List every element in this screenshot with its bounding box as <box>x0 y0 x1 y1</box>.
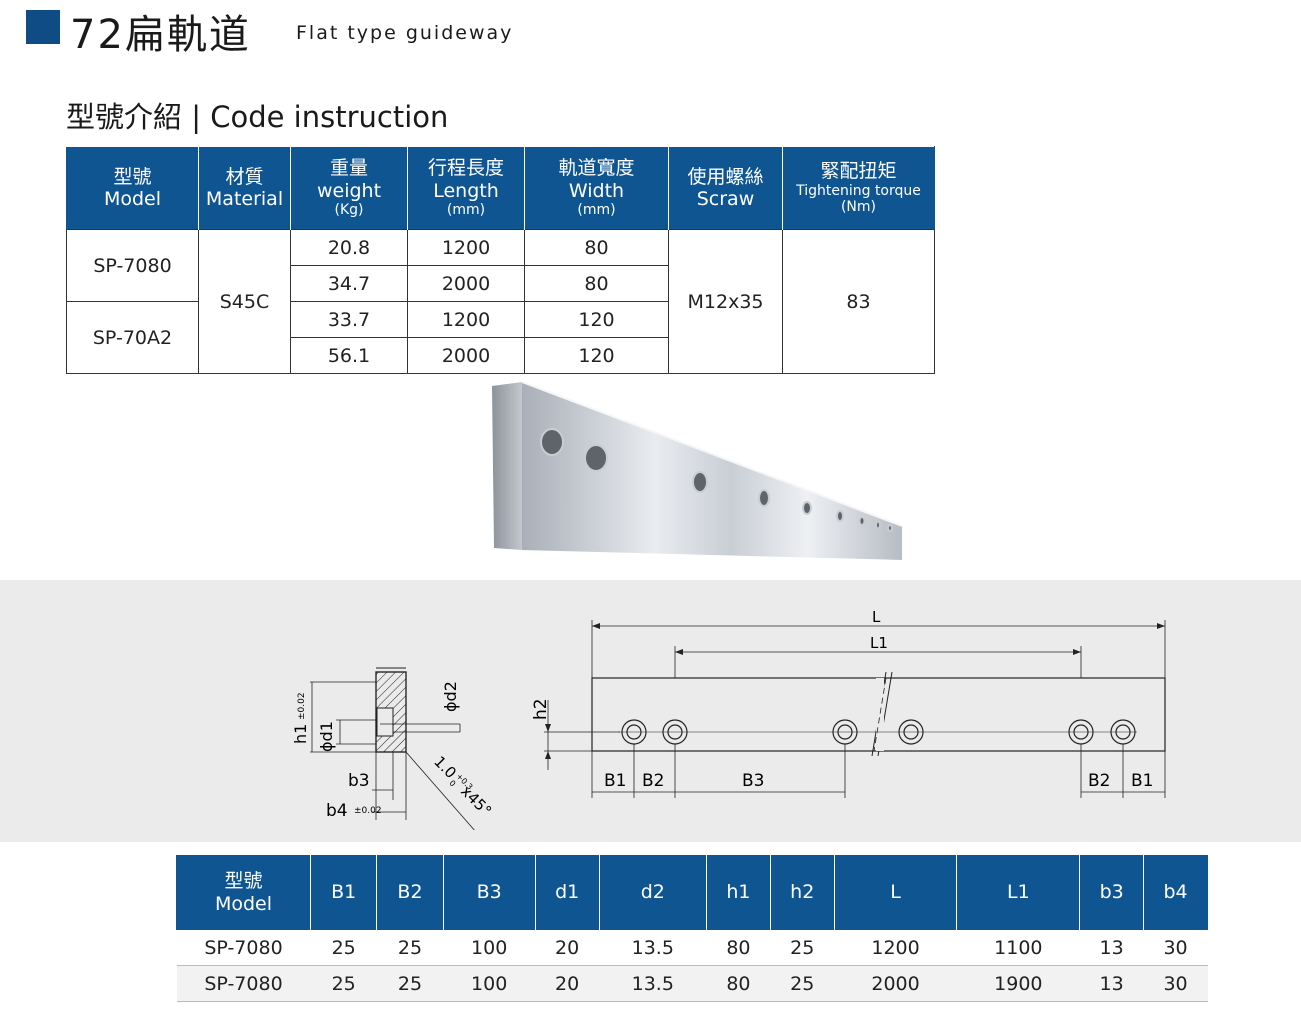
table-header-row: 型號 Model B1 B2 B3 d1 d2 h1 h2 L L1 b3 b4 <box>176 855 1208 930</box>
screw-cell: M12x35 <box>668 229 783 374</box>
chamfer-tol-minus: 0 <box>447 779 457 789</box>
header-weight: 重量 weight (Kg) <box>290 146 408 230</box>
b4-label: b4 <box>326 801 348 821</box>
header-B1: B1 <box>309 855 378 930</box>
header-screw: 使用螺絲 Scraw <box>668 146 783 230</box>
header-L1: L1 <box>956 855 1081 930</box>
dimension-table: 型號 Model B1 B2 B3 d1 d2 h1 h2 L L1 b3 b4… <box>176 855 1208 1002</box>
h1-tolerance: ±0.02 <box>297 692 307 720</box>
header-model: 型號 Model <box>66 146 199 230</box>
length-cell: 2000 <box>407 265 525 302</box>
weight-cell: 34.7 <box>290 265 408 302</box>
h2-label: h2 <box>531 698 551 720</box>
cross-section-drawing: h1 ±0.02 ϕd1 ϕd2 b3 b4 ±0.02 1.0 +0.3 0 … <box>291 667 495 830</box>
header-length: 行程長度 Length (mm) <box>407 146 525 230</box>
table-row: 56.1 2000 120 <box>67 337 935 374</box>
header-b4: b4 <box>1143 855 1208 930</box>
header-torque: 緊配扭矩 Tightening torque (Nm) <box>782 146 935 230</box>
cell: 25 <box>770 965 835 1002</box>
cell: 1100 <box>956 930 1080 966</box>
cell: 100 <box>443 965 536 1002</box>
page-subtitle: Flat type guideway <box>296 22 514 44</box>
cell: 25 <box>376 965 444 1002</box>
cell: 25 <box>376 930 444 966</box>
cell: 20 <box>535 930 600 966</box>
cell: 1900 <box>956 965 1080 1002</box>
cell: 80 <box>706 965 771 1002</box>
length-cell: 1200 <box>407 229 525 266</box>
b3-label: b3 <box>348 771 370 791</box>
header-b3: b3 <box>1079 855 1145 930</box>
B1-label-right: B1 <box>1131 771 1153 791</box>
cell: SP-7080 <box>176 930 311 966</box>
title-marker <box>26 10 60 44</box>
weight-cell: 33.7 <box>290 301 408 338</box>
section-heading: 型號介紹 | Code instruction <box>66 100 449 134</box>
cell: 2000 <box>834 965 957 1002</box>
header-width: 軌道寬度 Width (mm) <box>524 146 669 230</box>
cell: 13 <box>1079 965 1144 1002</box>
cell: 13.5 <box>599 930 707 966</box>
cell: 13 <box>1079 930 1144 966</box>
width-cell: 80 <box>524 265 669 302</box>
B2-label-left: B2 <box>642 771 664 791</box>
table-row: 34.7 2000 80 <box>67 265 935 302</box>
width-cell: 80 <box>524 229 669 266</box>
header-B2: B2 <box>376 855 444 930</box>
L-label: L <box>872 608 881 626</box>
header-h2: h2 <box>769 855 835 930</box>
table-row: SP-7080 S45C 20.8 1200 80 M12x35 83 <box>66 229 935 374</box>
weight-cell: 56.1 <box>290 337 408 374</box>
header-d1: d1 <box>534 855 600 930</box>
header-L: L <box>833 855 958 930</box>
material-cell: S45C <box>198 229 291 374</box>
d1-label: ϕd1 <box>317 721 336 752</box>
side-view-drawing: L L1 h2 B1 B2 B3 B2 B1 <box>531 608 1166 798</box>
code-instruction-table: 型號 Model 材質 Material 重量 weight (Kg) 行程長度… <box>66 146 935 374</box>
cell: 30 <box>1143 930 1208 966</box>
width-cell: 120 <box>524 337 669 374</box>
table-row: SP-7080 25 25 100 20 13.5 80 25 2000 190… <box>176 965 1208 1002</box>
table-row: SP-7080 25 25 100 20 13.5 80 25 1200 110… <box>176 930 1208 966</box>
L1-label: L1 <box>870 634 888 652</box>
cell: 25 <box>770 930 835 966</box>
header-B3: B3 <box>442 855 536 930</box>
cell: 13.5 <box>599 965 707 1002</box>
cell: 25 <box>310 930 377 966</box>
width-cell: 120 <box>524 301 669 338</box>
B2-label-right: B2 <box>1088 771 1110 791</box>
torque-cell: 83 <box>782 229 935 374</box>
cell: 20 <box>535 965 600 1002</box>
cell: 100 <box>443 930 536 966</box>
h1-label: h1 <box>291 724 310 744</box>
header-model: 型號 Model <box>176 855 311 930</box>
table-row: SP-70A2 33.7 1200 120 <box>66 301 935 374</box>
model-cell: SP-70A2 <box>66 301 199 374</box>
page-title: 72扁軌道 <box>70 12 251 58</box>
mounting-holes <box>540 428 893 532</box>
header-d2: d2 <box>598 855 708 930</box>
cell: 80 <box>706 930 771 966</box>
b4-tolerance: ±0.02 <box>354 806 382 816</box>
weight-cell: 20.8 <box>290 229 408 266</box>
cell: 1200 <box>834 930 957 966</box>
chamfer-angle: x45° <box>457 782 495 820</box>
B3-label: B3 <box>742 771 764 791</box>
cell: 30 <box>1143 965 1208 1002</box>
header-h1: h1 <box>706 855 771 930</box>
cell: SP-7080 <box>176 965 311 1002</box>
model-cell: SP-7080 <box>66 229 199 302</box>
guideway-photo <box>492 381 903 560</box>
length-cell: 1200 <box>407 301 525 338</box>
length-cell: 2000 <box>407 337 525 374</box>
table-header-row: 型號 Model 材質 Material 重量 weight (Kg) 行程長度… <box>66 146 935 230</box>
d2-label: ϕd2 <box>441 681 460 712</box>
header-material: 材質 Material <box>198 146 291 230</box>
B1-label-left: B1 <box>604 771 626 791</box>
cell: 25 <box>310 965 377 1002</box>
